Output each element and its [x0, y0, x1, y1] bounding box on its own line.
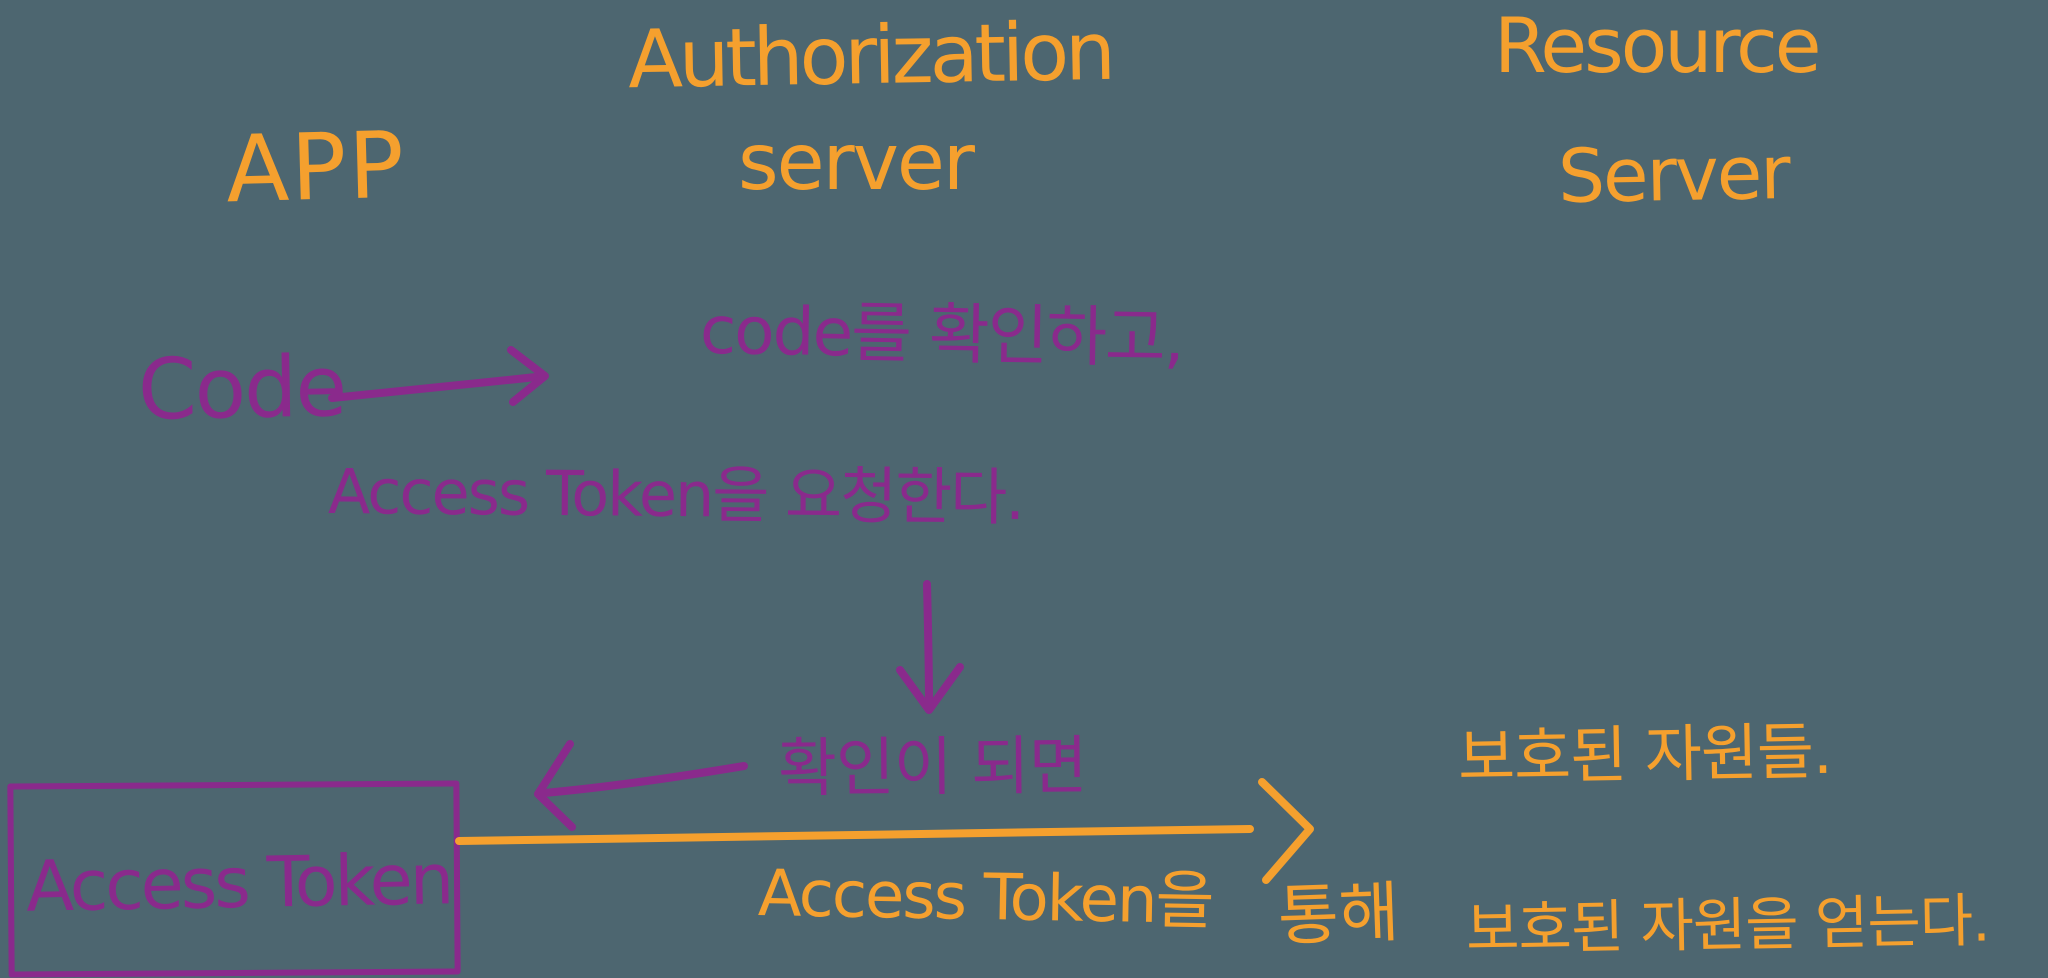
protected-resources-note: 보호된 자원들. — [1457, 714, 1833, 795]
when-confirmed-note: 확인이 되면 — [777, 729, 1088, 807]
resource-server-header: Resource — [1494, 1, 1822, 90]
request-token-note: Access Token을 요청한다. — [327, 454, 1024, 535]
authorization-server-header: Authorization — [627, 4, 1113, 107]
check-code-note: code를 확인하고, — [699, 291, 1184, 378]
via-access-token-note-tail: 통해 — [1276, 873, 1401, 956]
access-token-box-label: Access Token — [25, 838, 452, 928]
via-access-token-note: Access Token을 — [757, 857, 1214, 939]
app-header: APP — [224, 111, 408, 224]
code-label: Code — [137, 337, 346, 439]
authorization-server-header-line2: server — [738, 118, 975, 208]
resource-server-header-line2: Server — [1557, 129, 1790, 221]
arrow-auth-to-app-icon — [534, 740, 748, 831]
arrow-code-to-auth-server-icon — [328, 346, 549, 406]
arrow-verify-down-icon — [896, 580, 964, 714]
obtain-resources-note: 보호된 자원을 얻는다. — [1465, 886, 1991, 964]
